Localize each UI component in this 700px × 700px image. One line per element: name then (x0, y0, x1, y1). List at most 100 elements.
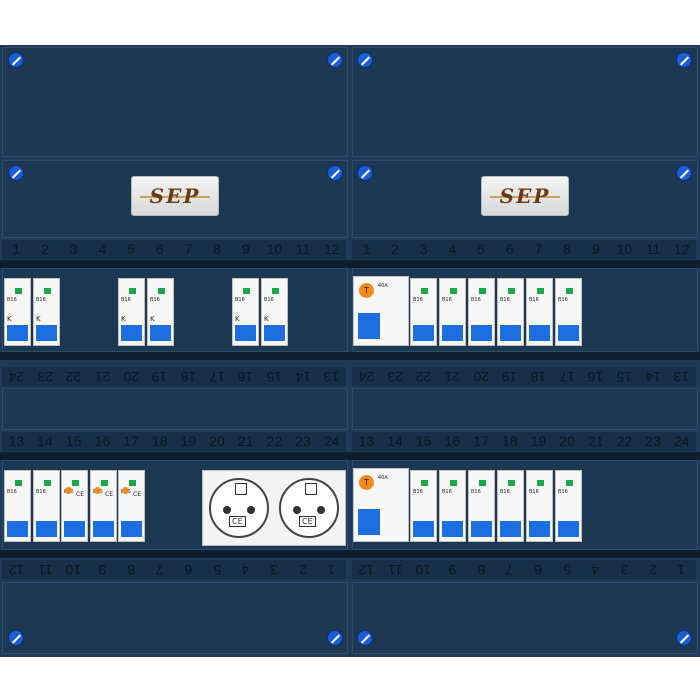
circuit-breaker[interactable]: B16 (526, 470, 553, 542)
breaker-toggle[interactable] (264, 325, 285, 341)
breaker-toggle[interactable] (558, 325, 579, 341)
breaker-toggle[interactable] (150, 325, 171, 341)
breaker-toggle[interactable] (36, 521, 57, 537)
module-number: 19 (501, 369, 518, 385)
test-button-icon[interactable] (65, 487, 72, 494)
module-number: 8 (563, 241, 571, 257)
status-indicator-icon (44, 480, 51, 486)
circuit-breaker[interactable]: B16 (410, 470, 437, 542)
module-number: 2 (649, 562, 657, 578)
module-number: 6 (155, 241, 164, 257)
breaker-toggle[interactable] (64, 521, 85, 537)
pin-hole-icon (317, 506, 325, 514)
breaker-toggle[interactable] (529, 325, 550, 341)
breaker-toggle[interactable] (7, 521, 28, 537)
status-indicator-icon (421, 480, 428, 486)
screw-icon (8, 52, 24, 68)
breaker-toggle[interactable] (235, 325, 256, 341)
test-button-icon[interactable] (122, 487, 129, 494)
module-number: 4 (241, 562, 250, 578)
status-indicator-icon (243, 288, 250, 294)
rcd-test-button[interactable]: T (359, 475, 374, 490)
status-indicator-icon (158, 288, 165, 294)
breaker-rating: B16 (529, 489, 539, 495)
breaker-toggle[interactable] (471, 325, 492, 341)
breaker-toggle[interactable] (413, 521, 434, 537)
circuit-breaker[interactable]: B16 (497, 278, 524, 346)
device-area-bottom-right (352, 460, 698, 550)
breaker-toggle[interactable] (471, 521, 492, 537)
module-number: 19 (180, 433, 197, 449)
breaker-toggle[interactable] (121, 325, 142, 341)
breaker-toggle[interactable] (558, 521, 579, 537)
circuit-breaker[interactable]: B16 (4, 470, 31, 542)
breaker-toggle[interactable] (93, 521, 114, 537)
rcd-toggle[interactable] (358, 509, 380, 535)
breaker-rating: B16 (7, 297, 17, 303)
module-number: 16 (587, 369, 604, 385)
module-number: 22 (415, 369, 432, 385)
module-number: 23 (295, 433, 311, 449)
status-indicator-icon (479, 480, 486, 486)
module-number: 4 (591, 562, 600, 578)
circuit-breaker[interactable]: B16 (439, 470, 466, 542)
breaker-toggle[interactable] (442, 521, 463, 537)
breaker-toggle[interactable] (500, 521, 521, 537)
breaker-toggle[interactable] (121, 521, 142, 537)
circuit-breaker[interactable]: B16 (526, 278, 553, 346)
residual-current-device[interactable]: T 40A (353, 276, 409, 346)
rcd-test-button[interactable]: T (359, 283, 374, 298)
breaker-toggle[interactable] (7, 325, 28, 341)
breaker-toggle[interactable] (500, 325, 521, 341)
module-number: 2 (391, 241, 399, 257)
module-number: 18 (180, 369, 197, 385)
module-number: 19 (530, 433, 547, 449)
circuit-breaker[interactable]: B16 (555, 278, 582, 346)
module-number: 18 (151, 433, 168, 449)
socket-outlet-right: CE (279, 478, 339, 538)
status-indicator-icon (15, 288, 22, 294)
module-number: 9 (591, 241, 600, 257)
test-button-icon[interactable] (94, 487, 101, 494)
circuit-breaker[interactable]: B16 (468, 278, 495, 346)
breaker-toggle[interactable] (413, 325, 434, 341)
breaker-rating: B16 (150, 297, 160, 303)
breaker-rating: B16 (442, 297, 452, 303)
circuit-breaker[interactable]: B16 (497, 470, 524, 542)
breaker-toggle[interactable] (442, 325, 463, 341)
circuit-breaker[interactable]: B16 (439, 278, 466, 346)
breaker-rating: B16 (36, 297, 46, 303)
module-number: 22 (266, 433, 283, 449)
brand-logo-left: SEP (131, 176, 219, 216)
module-number: 21 (444, 369, 461, 385)
module-number: 20 (473, 369, 489, 385)
rcd-rating: 40A (378, 283, 388, 289)
status-indicator-icon (537, 480, 544, 486)
module-number: 5 (477, 241, 485, 257)
circuit-breaker[interactable]: B16 (410, 278, 437, 346)
pin-hole-icon (223, 506, 231, 514)
screw-icon (676, 52, 692, 68)
circuit-breaker[interactable]: B16 (468, 470, 495, 542)
breaker-rating: B16 (413, 489, 423, 495)
circuit-breaker[interactable]: B16 (33, 470, 60, 542)
module-number: 11 (295, 241, 311, 257)
breaker-toggle[interactable] (529, 521, 550, 537)
rcd-toggle[interactable] (358, 313, 380, 339)
breaker-toggle[interactable] (36, 325, 57, 341)
circuit-breaker[interactable]: B16 (555, 470, 582, 542)
pin-hole-icon (293, 506, 301, 514)
